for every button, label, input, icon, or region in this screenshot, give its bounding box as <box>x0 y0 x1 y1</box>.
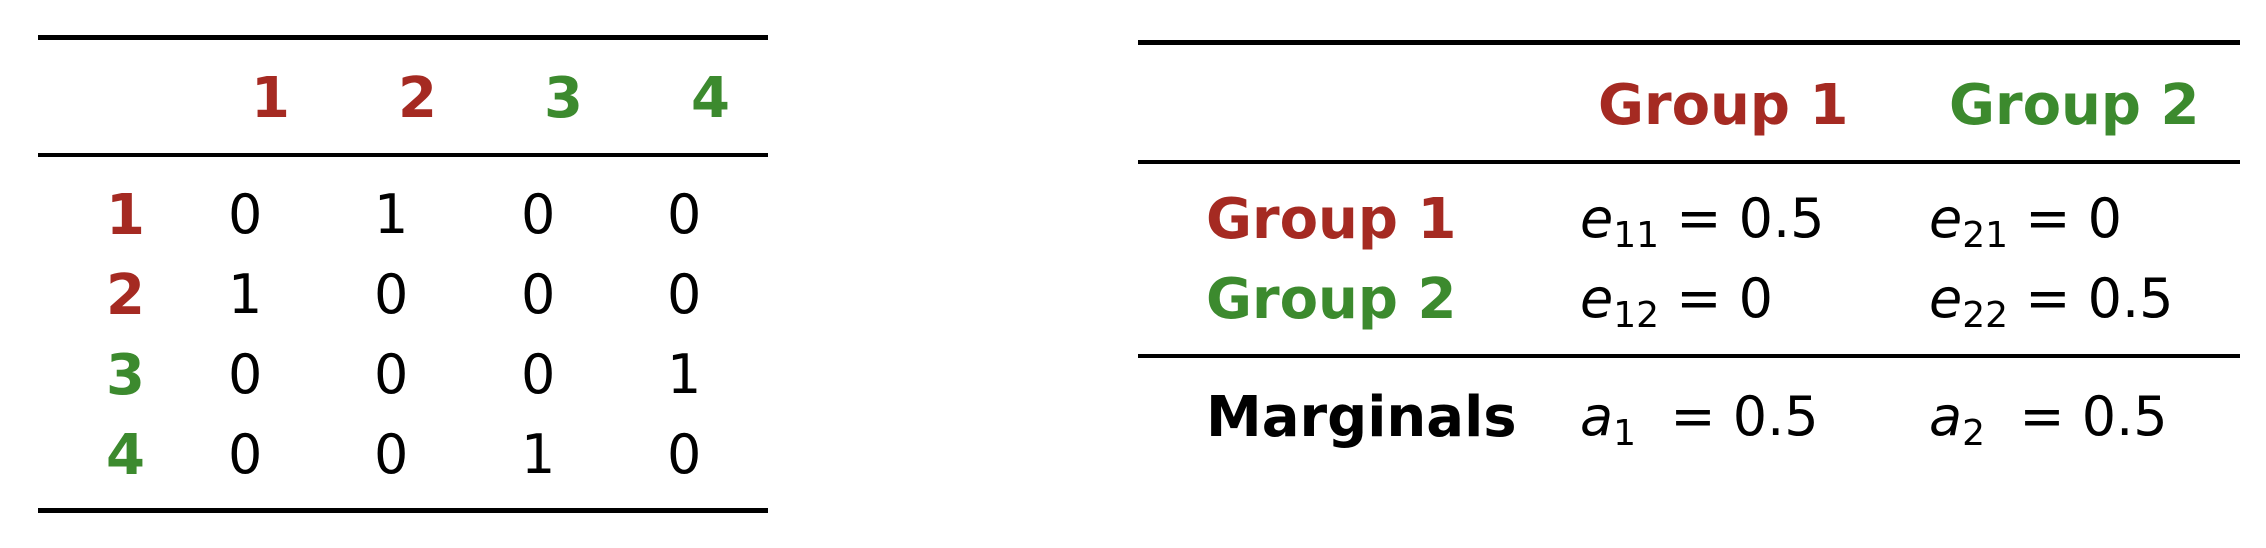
mixing-cell-e11: e11 = 0.5 <box>1580 187 1825 256</box>
matrix-cell: 1 <box>228 263 263 326</box>
marginal-a1: a1 = 0.5 <box>1580 385 1819 454</box>
matrix-cell: 0 <box>228 343 263 406</box>
row-label: 2 <box>106 263 145 328</box>
row-label: 1 <box>106 183 145 248</box>
matrix-cell: 1 <box>667 343 702 406</box>
header-rule <box>38 153 768 157</box>
matrix-cell: 0 <box>228 183 263 246</box>
column-header-group-2: Group 2 <box>1949 73 2200 138</box>
mixing-cell-e22: e22 = 0.5 <box>1929 267 2174 336</box>
matrix-cell: 0 <box>374 423 409 486</box>
row-label-group-1: Group 1 <box>1206 187 1457 252</box>
row-label: 3 <box>106 343 145 408</box>
matrix-cell: 0 <box>521 343 556 406</box>
row-label-group-2: Group 2 <box>1206 267 1457 332</box>
row-label: 4 <box>106 423 145 488</box>
matrix-cell: 0 <box>228 423 263 486</box>
matrix-cell: 0 <box>667 263 702 326</box>
top-rule <box>1138 40 2240 45</box>
matrix-cell: 1 <box>521 423 556 486</box>
header-rule <box>1138 160 2240 164</box>
matrix-cell: 0 <box>521 183 556 246</box>
matrix-cell: 0 <box>374 343 409 406</box>
row-label-marginals: Marginals <box>1206 385 1517 450</box>
column-header-group-1: Group 1 <box>1598 73 1849 138</box>
column-header: 2 <box>398 66 437 131</box>
marginal-a2: a2 = 0.5 <box>1929 385 2168 454</box>
column-header: 4 <box>691 66 730 131</box>
mixing-cell-e21: e21 = 0 <box>1929 187 2122 256</box>
matrix-cell: 0 <box>667 423 702 486</box>
column-header: 3 <box>544 66 583 131</box>
column-header: 1 <box>251 66 290 131</box>
matrix-cell: 0 <box>521 263 556 326</box>
matrix-cell: 1 <box>374 183 409 246</box>
bottom-rule <box>38 508 768 513</box>
matrix-cell: 0 <box>374 263 409 326</box>
marginals-rule <box>1138 354 2240 358</box>
mixing-cell-e12: e12 = 0 <box>1580 267 1773 336</box>
top-rule <box>38 35 768 40</box>
matrix-cell: 0 <box>667 183 702 246</box>
